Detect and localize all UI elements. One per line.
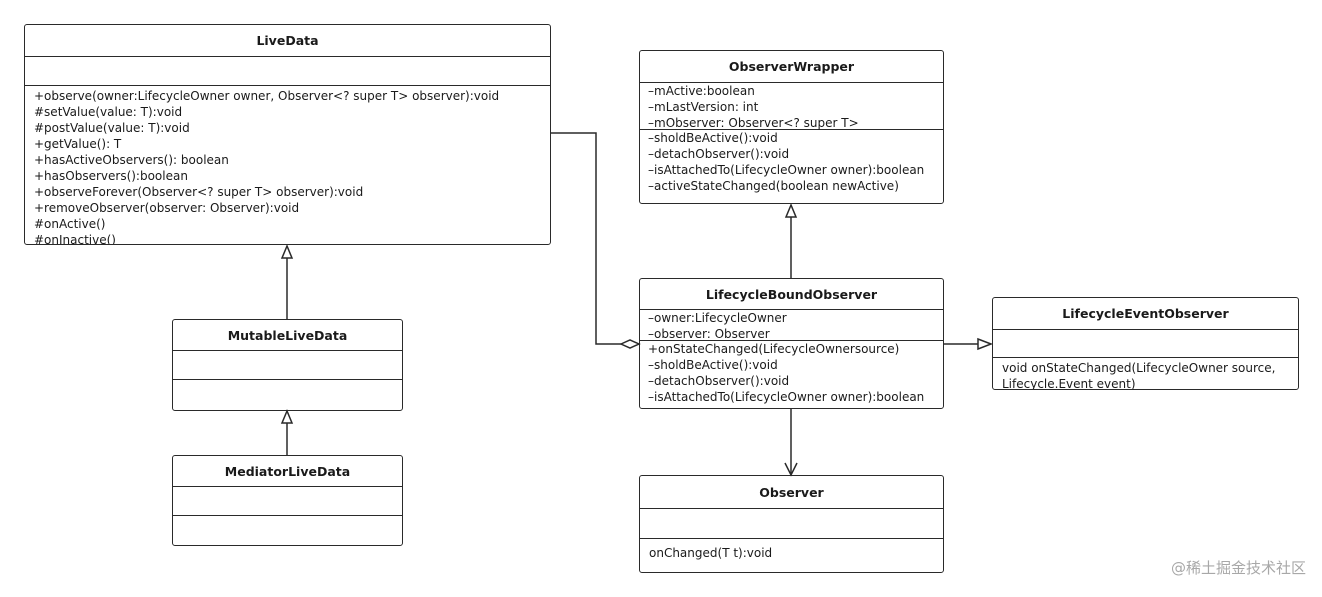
method: +observeForever(Observer<? super T> obse… — [34, 185, 364, 199]
attribute: –mActive:boolean — [648, 84, 755, 98]
class-observerwrapper-attributes: –mActive:boolean –mLastVersion: int –mOb… — [640, 83, 943, 130]
class-lifecycleeventobserver-name: LifecycleEventObserver — [993, 298, 1298, 330]
method: Lifecycle.Event event) — [1002, 377, 1136, 390]
watermark: @稀土掘金技术社区 — [1170, 559, 1306, 577]
method: #setValue(value: T):void — [34, 105, 183, 119]
method: +hasObservers():boolean — [34, 169, 188, 183]
method: +removeObserver(observer: Observer):void — [34, 201, 300, 215]
method: –detachObserver():void — [648, 147, 790, 161]
class-lifecycleeventobserver: LifecycleEventObserver void onStateChang… — [992, 297, 1299, 390]
method: –sholdBeActive():void — [648, 358, 778, 372]
attribute: –owner:LifecycleOwner — [648, 311, 787, 325]
association-arrowhead — [784, 462, 798, 477]
class-observerwrapper: ObserverWrapper –mActive:boolean –mLastV… — [639, 50, 944, 204]
inheritance-arrowhead — [280, 409, 294, 424]
class-lifecycleeventobserver-methods: void onStateChanged(LifecycleOwner sourc… — [993, 358, 1298, 390]
realization-arrowhead — [977, 337, 994, 351]
method: –isAttachedTo(LifecycleOwner owner):bool… — [648, 390, 925, 404]
method: –isAttachedTo(LifecycleOwner owner):bool… — [648, 163, 925, 177]
method: #postValue(value: T):void — [34, 121, 190, 135]
method: #onInactive() — [34, 233, 116, 245]
method: +getValue(): T — [34, 137, 122, 151]
class-livedata-methods: +observe(owner:LifecycleOwner owner, Obs… — [25, 86, 550, 245]
class-observerwrapper-name: ObserverWrapper — [640, 51, 943, 83]
class-observer-attributes — [640, 509, 943, 539]
aggregation-diamond — [619, 339, 641, 349]
class-lifecycleboundobserver: LifecycleBoundObserver –owner:LifecycleO… — [639, 278, 944, 409]
class-livedata: LiveData +observe(owner:LifecycleOwner o… — [24, 24, 551, 245]
inheritance-arrowhead — [280, 244, 294, 259]
method: +hasActiveObservers(): boolean — [34, 153, 229, 167]
method: onChanged(T t):void — [649, 546, 773, 560]
class-lifecycleboundobserver-attributes: –owner:LifecycleOwner –observer: Observe… — [640, 310, 943, 341]
attribute: –observer: Observer — [648, 327, 770, 341]
class-mediatorlivedata: MediatorLiveData — [172, 455, 403, 546]
class-observer-methods: onChanged(T t):void — [640, 539, 943, 561]
method: –detachObserver():void — [648, 374, 790, 388]
method: void onStateChanged(LifecycleOwner sourc… — [1002, 361, 1276, 375]
attribute: –mObserver: Observer<? super T> — [648, 116, 859, 130]
class-observer-name: Observer — [640, 476, 943, 509]
class-mediatorlivedata-attributes — [173, 487, 402, 516]
class-mutablelivedata: MutableLiveData — [172, 319, 403, 411]
inheritance-arrowhead — [784, 203, 798, 218]
class-lifecycleeventobserver-attributes — [993, 330, 1298, 358]
method: #onActive() — [34, 217, 106, 231]
class-mediatorlivedata-name: MediatorLiveData — [173, 456, 402, 487]
method: –sholdBeActive():void — [648, 131, 778, 145]
attribute: –mLastVersion: int — [648, 100, 759, 114]
class-mutablelivedata-attributes — [173, 351, 402, 380]
class-livedata-name: LiveData — [25, 25, 550, 57]
edge-livedata-to-bound — [551, 132, 621, 345]
class-lifecycleboundobserver-methods: +onStateChanged(LifecycleOwnersource) –s… — [640, 341, 943, 405]
method: +onStateChanged(LifecycleOwnersource) — [648, 342, 900, 356]
method: –activeStateChanged(boolean newActive) — [648, 179, 899, 193]
method: +observe(owner:LifecycleOwner owner, Obs… — [34, 89, 500, 103]
class-livedata-attributes — [25, 57, 550, 86]
class-mutablelivedata-name: MutableLiveData — [173, 320, 402, 351]
class-observerwrapper-methods: –sholdBeActive():void –detachObserver():… — [640, 130, 943, 194]
class-lifecycleboundobserver-name: LifecycleBoundObserver — [640, 279, 943, 310]
